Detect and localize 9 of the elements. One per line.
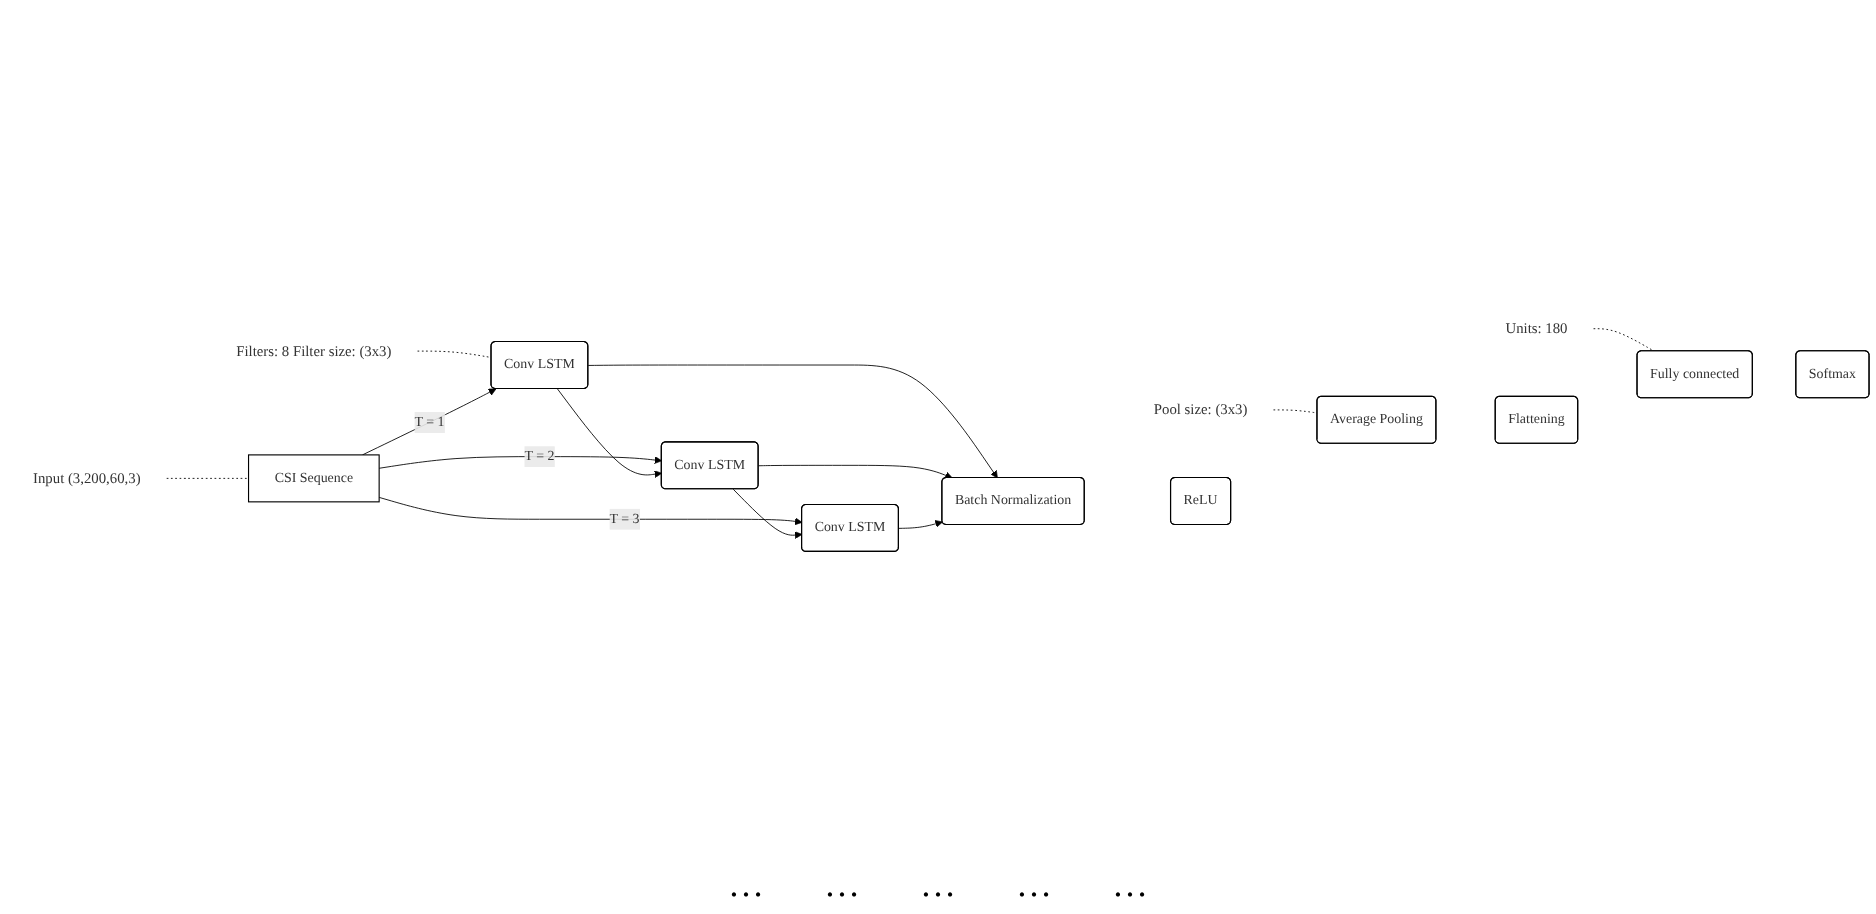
connector [417,350,492,358]
connector [1593,328,1655,352]
ellipsis-text: … [1016,864,1052,906]
ellipsis-text: … [728,864,764,906]
ellipsis-text: … [1112,864,1148,906]
connector [1273,409,1318,414]
ellipsis-text: … [824,864,860,906]
connector [166,477,249,479]
ellipsis-text: … [920,864,956,906]
